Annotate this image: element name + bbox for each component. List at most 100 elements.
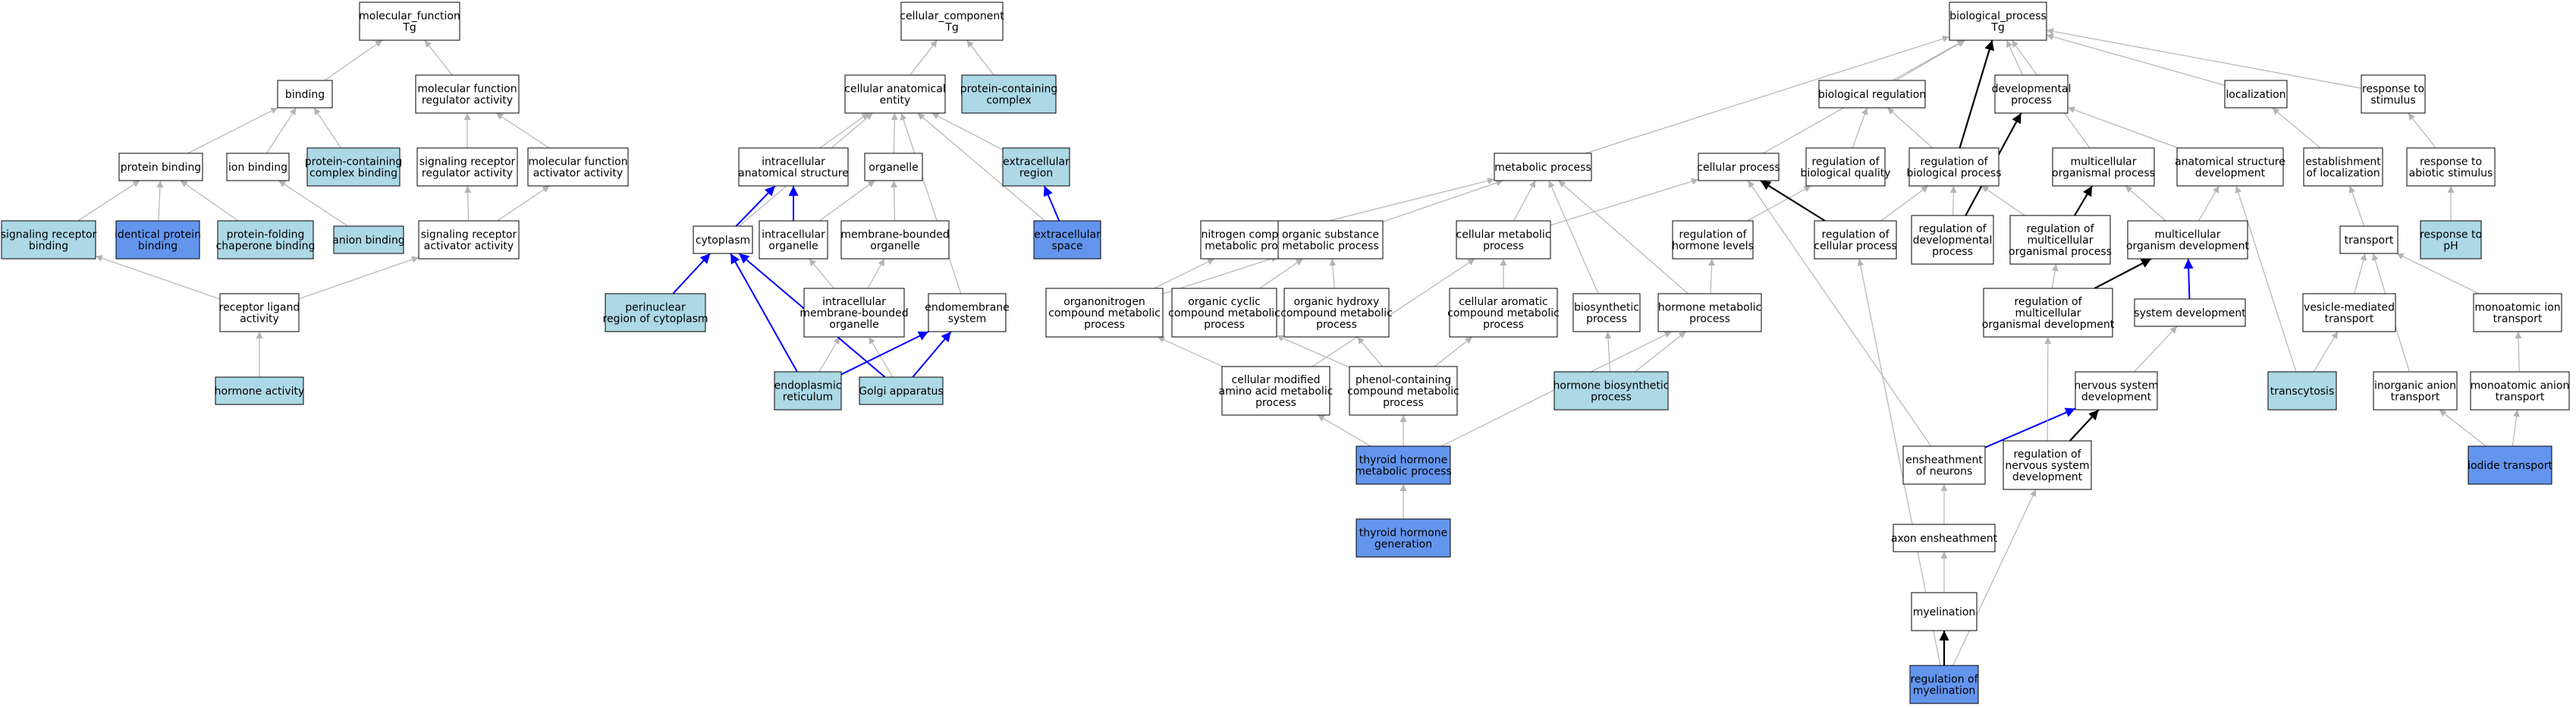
node-label: metabolic process	[1282, 241, 1379, 253]
node-myel[interactable]: myelination	[1911, 592, 1978, 631]
node-box	[226, 153, 290, 181]
node-box	[1045, 288, 1164, 338]
node-binding[interactable]: binding	[277, 80, 333, 109]
node-label: metabolic process	[1355, 466, 1452, 478]
node-metproc[interactable]: metabolic process	[1494, 153, 1592, 181]
edge-srbind-to-protbind	[77, 180, 140, 222]
edge-binding-to-mf	[324, 39, 383, 81]
node-label: binding	[29, 241, 68, 253]
node-label: molecular_function	[359, 11, 460, 23]
node-anionbind[interactable]: anion binding	[332, 225, 405, 254]
node-bioreg[interactable]: biological regulation	[1818, 80, 1926, 109]
node-label: transport	[2493, 313, 2543, 326]
node-iodide[interactable]: iodide transport	[2468, 445, 2552, 485]
node-cellproc[interactable]: cellular process	[1697, 153, 1780, 181]
node-label: organic substance	[1282, 229, 1379, 241]
node-ionbind[interactable]: ion binding	[226, 153, 290, 181]
node-golgi[interactable]: Golgi apparatus	[859, 376, 944, 405]
node-label: process	[1932, 246, 1973, 258]
node-label: organism development	[2126, 241, 2250, 253]
node-box	[738, 147, 849, 187]
node-label: protein-folding	[227, 229, 305, 241]
node-transport[interactable]: transport	[2339, 225, 2399, 254]
node-local[interactable]: localization	[2224, 80, 2288, 109]
node-hormact[interactable]: hormone activity	[215, 376, 305, 405]
node-box	[1672, 220, 1754, 260]
node-transcyt[interactable]: transcytosis	[2267, 371, 2337, 411]
node-axon[interactable]: axon ensheathment	[1891, 524, 1998, 552]
node-box	[1033, 220, 1101, 260]
node-organelle[interactable]: organelle	[864, 153, 923, 181]
edges-layer	[77, 27, 2522, 666]
node-cyto[interactable]: cytoplasm	[693, 225, 753, 254]
node-sysdev[interactable]: system development	[2134, 298, 2246, 327]
node-box	[2134, 298, 2246, 327]
node-box	[217, 220, 314, 260]
node-label: biological process	[1907, 168, 2002, 180]
node-label: binding	[285, 89, 325, 101]
edge-iodide-to-inorgan	[2439, 409, 2486, 447]
node-protbind[interactable]: protein binding	[118, 153, 203, 181]
edge-thmp-to-cmaamp	[1317, 414, 1371, 447]
